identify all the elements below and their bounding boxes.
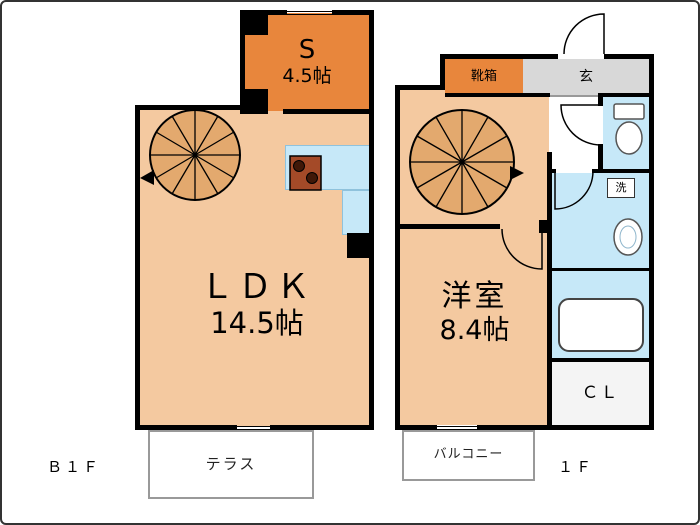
storage-name: S — [298, 35, 316, 66]
terrace: テラス — [148, 430, 314, 499]
wall-pillar — [240, 10, 268, 35]
wall — [477, 425, 654, 430]
wall — [649, 54, 654, 430]
wall — [395, 85, 400, 430]
wall — [598, 144, 603, 169]
bathroom — [552, 271, 649, 358]
wall — [552, 169, 556, 173]
window — [287, 14, 332, 15]
wall — [604, 54, 654, 59]
door-swing-arc — [560, 104, 602, 146]
wall — [135, 105, 247, 110]
sliding-door — [237, 426, 270, 427]
laundry-tag: 洗 — [607, 178, 635, 198]
sliding-door — [437, 426, 477, 427]
wall — [270, 425, 374, 430]
wall — [547, 358, 649, 362]
ldk-size: 14.5帖 — [210, 306, 304, 341]
ldk-name: ＬＤＫ — [200, 267, 314, 307]
wall — [283, 109, 374, 114]
ldk-label-block: ＬＤＫ 14.5帖 — [140, 267, 374, 341]
wall-pillar — [539, 220, 552, 233]
wall — [445, 93, 550, 97]
laundry-label: 洗 — [615, 180, 627, 194]
wall — [598, 97, 603, 106]
entrance: 玄 — [523, 59, 649, 95]
closet: ＣＬ — [552, 362, 649, 425]
balcony-label: バルコニー — [433, 447, 504, 463]
closet-label: ＣＬ — [581, 382, 620, 403]
wall — [440, 54, 445, 90]
wall — [332, 10, 374, 15]
wall — [592, 169, 649, 173]
balcony: バルコニー — [402, 430, 535, 481]
wall — [395, 85, 445, 90]
wall — [369, 10, 374, 430]
sliding-door — [437, 429, 477, 430]
shoe-cabinet: 靴箱 — [445, 59, 523, 95]
wall — [598, 93, 649, 97]
toilet-room — [603, 97, 649, 169]
shoe-cabinet-label: 靴箱 — [470, 68, 497, 84]
wall — [135, 105, 140, 430]
wall — [552, 268, 649, 271]
wall — [547, 152, 552, 425]
kitchen-counter — [285, 145, 374, 190]
floor-label-b1f: Ｂ１Ｆ — [47, 458, 102, 476]
wall-pillar — [240, 89, 268, 114]
entrance-label: 玄 — [579, 68, 593, 85]
wall — [400, 224, 500, 229]
terrace-label: テラス — [205, 454, 257, 473]
wall — [135, 425, 237, 430]
door-swing-arc — [563, 13, 605, 55]
western-room-size: 8.4帖 — [439, 314, 510, 346]
wall — [240, 10, 245, 114]
sliding-door — [237, 429, 270, 430]
window — [287, 11, 332, 12]
western-room-name: 洋室 — [441, 279, 508, 314]
wall — [395, 425, 437, 430]
western-room-label-block: 洋室 8.4帖 — [400, 279, 549, 346]
room-stairhall-and-western — [400, 90, 549, 425]
floor-label-1f: １Ｆ — [558, 458, 595, 476]
storage-size: 4.5帖 — [282, 65, 332, 88]
wall — [440, 54, 558, 59]
wall-pillar — [347, 233, 374, 258]
entry-step-line — [550, 95, 598, 97]
